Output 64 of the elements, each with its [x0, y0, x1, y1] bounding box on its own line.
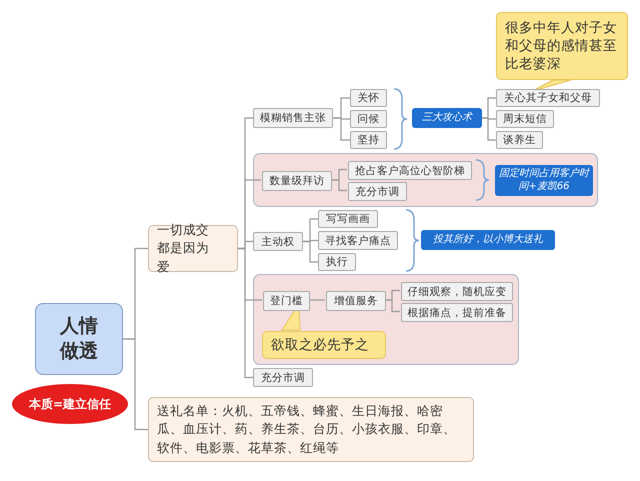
callout-pointer [281, 310, 301, 330]
summary-box [421, 230, 555, 250]
central-topic [35, 303, 123, 375]
subtopic-box [262, 171, 332, 191]
subtopic-box [350, 110, 387, 128]
subtopic-box [401, 303, 513, 322]
group-band [253, 274, 519, 365]
node-label: 关怀 [358, 91, 380, 105]
node-label: 一切成交都是因为爱 [157, 221, 210, 276]
subtopic-box [348, 182, 407, 201]
node-label: 模糊销售主张 [260, 111, 326, 125]
node-label: 增值服务 [334, 294, 378, 308]
subtopic-box [496, 89, 600, 107]
subtopic-box [318, 210, 378, 228]
node-label: 数量级拜访 [270, 174, 324, 188]
node-label: 仔细观察，随机应变 [408, 284, 506, 298]
subtopic-box [348, 161, 472, 180]
connector-line [123, 338, 148, 430]
connector-line [309, 299, 325, 301]
subtopic-box [253, 368, 313, 387]
node-label: 三大攻心术 [422, 112, 472, 124]
node-label: 充分市调 [261, 370, 305, 384]
node-label: 主动权 [262, 234, 294, 248]
node-label: 人情做透 [59, 314, 99, 364]
connector-line [303, 240, 318, 263]
subtopic-box [253, 232, 303, 251]
subtopic-box [401, 282, 513, 301]
subtopic-box [253, 108, 333, 128]
node-label: 执行 [326, 255, 348, 269]
subtopic-box [326, 291, 386, 311]
connector-line [482, 117, 496, 141]
subtopic-box [496, 131, 543, 149]
topic-box [148, 225, 238, 272]
node-label: 投其所好，以小博大送礼 [433, 234, 543, 246]
node-label: 写写画画 [326, 212, 370, 226]
summary-box [412, 108, 482, 128]
node-label: 登门槛 [270, 294, 303, 308]
connector-line [385, 299, 400, 312]
node-label: 送礼名单：火机、五帝钱、蜂蜜、生日海报、哈密瓜、血压计、药、养生茶、台历、小孩衣服、印章、软件、电影票、花草茶、红绳等 [157, 402, 457, 457]
group-band [253, 153, 598, 207]
node-label: 充分市调 [356, 184, 400, 198]
node-label: 根据痛点，提前准备 [408, 306, 506, 320]
node-label: 本质=建立信任 [28, 396, 112, 412]
node-label: 关心其子女和父母 [504, 91, 592, 105]
node-label: 坚持 [358, 133, 380, 147]
subtopic-box [496, 110, 554, 128]
subtopic-box [350, 89, 387, 107]
subtopic-box [263, 291, 310, 311]
node-label: 很多中年人对子女和父母的感情甚至比老婆深 [505, 18, 618, 74]
node-label: 寻找客户痛点 [325, 234, 391, 248]
node-label: 谈养生 [503, 133, 536, 147]
node-label: 欲取之必先予之 [271, 336, 369, 354]
subtopic-box [350, 131, 387, 149]
subtopic-box [318, 231, 398, 250]
connector-line [333, 117, 350, 141]
node-label: 抢占客户高位心智阶梯 [355, 164, 465, 178]
note-box [148, 397, 474, 462]
subtopic-box [318, 253, 356, 271]
node-label: 问候 [358, 112, 380, 126]
connector-line [331, 179, 347, 192]
node-label: 周末短信 [503, 112, 547, 126]
connector-line [238, 248, 253, 378]
callout-pointer [536, 80, 572, 90]
node-label: 固定时间占用客户时间+麦凯66 [498, 168, 591, 193]
